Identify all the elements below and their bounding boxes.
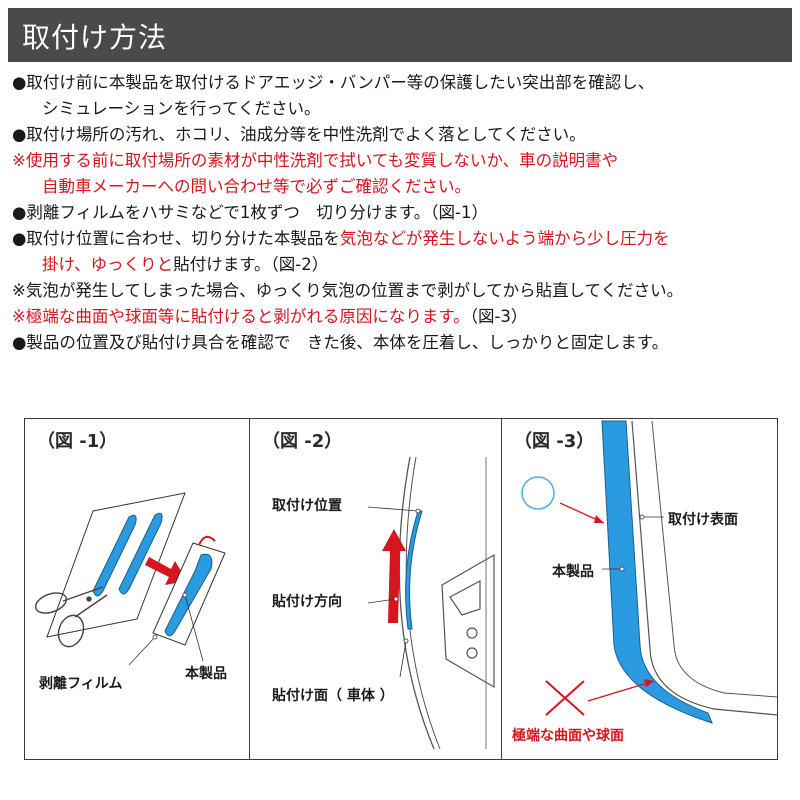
scissors-icon [34, 586, 108, 648]
surface-label: 貼付け面（ 車体 ） [272, 688, 394, 704]
figure-3-title: （図 -3） [514, 431, 595, 452]
x-mark-icon [545, 680, 585, 716]
product-strip-1 [92, 514, 137, 597]
door-hinge-icon [441, 553, 495, 689]
fig3-product-label: 本製品 [552, 564, 594, 580]
figure-3-panel: （図 -3） 取付け表面 本製品 [501, 419, 778, 759]
bubble-circle [521, 476, 555, 510]
instruction-line: ※気泡が発生してしまった場合、ゆっくり気泡の位置まで剥がしてから貼直してください… [12, 281, 684, 300]
instruction-line: 自動車メーカーへの問い合わせ等で必ずご確認ください。 [42, 177, 471, 196]
product-strip-2 [118, 512, 163, 595]
figure-2-illustration [367, 456, 495, 750]
instruction-segment: 掛け、ゆっくりと [42, 255, 174, 274]
car-body-outline [398, 456, 435, 750]
instruction-line: ●剥離フィルムをハサミなどで1枚ずつ 切り分けます。（図-1） [12, 203, 488, 222]
figure-1-panel: （図 -1） 剥離フィルム [25, 419, 249, 759]
figure-1-title: （図 -1） [37, 431, 118, 452]
peel-arrow-icon [198, 535, 216, 546]
direction-arrow-icon [382, 529, 406, 623]
figure-2-title: （図 -2） [262, 431, 343, 452]
figure-2-panel: （図 -2） 取付け位置 貼付け方向 [249, 419, 502, 759]
section-title: 取付け方法 [22, 21, 168, 54]
fig1-product-label: 本製品 [185, 666, 227, 682]
film-label: 剥離フィルム [39, 676, 123, 692]
instruction-line: ●取付け前に本製品を取付けるドアエッジ・バンパー等の保護したい突出部を確認し、 [12, 73, 655, 92]
instruction-list: ●取付け前に本製品を取付けるドアエッジ・バンパー等の保護したい突出部を確認し、シ… [12, 70, 792, 356]
instruction-line: ●取付け位置に合わせ、切り分けた本製品を気泡などが発生しないよう端から少し圧力を [12, 226, 792, 252]
position-label: 取付け位置 [272, 498, 342, 514]
product-strip [405, 510, 423, 630]
section-header: 取付け方法 [8, 8, 792, 62]
instruction-segment: （図-3） [469, 307, 528, 326]
fig3-surface-label: 取付け表面 [668, 512, 738, 528]
instruction-segment: ●取付け位置に合わせ、切り分けた本製品を [12, 229, 340, 248]
instruction-segment: 気泡などが発生しないよう端から少し圧力を [339, 229, 670, 248]
mounting-surface-outline [631, 420, 778, 716]
product-cut-piece [164, 553, 213, 637]
instruction-line: 掛け、ゆっくりと貼付けます。（図-2） [12, 252, 792, 278]
direction-label: 貼付け方向 [272, 594, 342, 610]
figure-box: （図 -1） 剥離フィルム [24, 418, 778, 760]
figure-3-illustration [521, 420, 778, 724]
product-on-surface [601, 420, 713, 724]
red-arrow-icon [145, 557, 187, 585]
instruction-line: ※極端な曲面や球面等に貼付けると剥がれる原因になります。（図-3） [12, 304, 792, 330]
instruction-segment: 貼付けます。（図-2） [173, 255, 329, 274]
instruction-line: ※使用する前に取付場所の素材が中性洗剤で拭いても変質しないか、車の説明書や [12, 151, 619, 170]
instruction-line: ●製品の位置及び貼付け具合を確認で きた後、本体を圧着し、しっかりと固定します。 [12, 333, 669, 352]
figure-1-illustration [34, 492, 226, 666]
instruction-segment: ※極端な曲面や球面等に貼付けると剥がれる原因になります。 [12, 307, 470, 326]
instruction-line: ●取付け場所の汚れ、ホコリ、油成分等を中性洗剤でよく落としてください。 [12, 125, 586, 144]
instruction-line: シミュレーションを行ってください。 [42, 99, 321, 118]
fig3-warning-label: 極端な曲面や球面 [512, 728, 624, 744]
